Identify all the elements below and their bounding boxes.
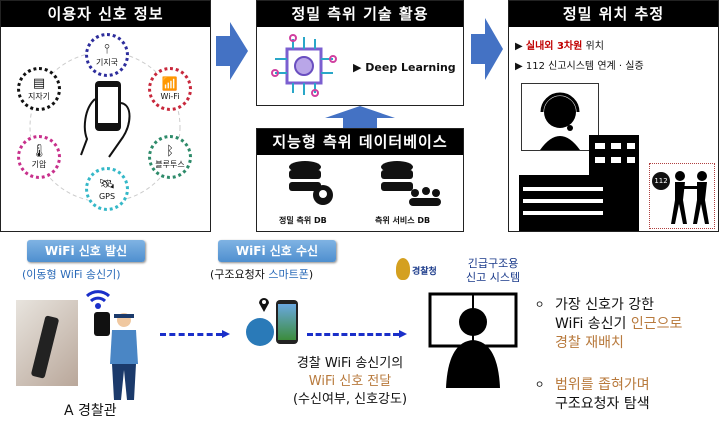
wifi-recv-label: WiFi 신호 수신 [218,240,336,262]
db-label-precise: 정밀 측위 DB [279,216,327,225]
location-database-icon [289,161,333,205]
people-icon [671,171,709,224]
system-line-2: 신고 시스템 [466,271,521,284]
ai-chip-icon [271,34,337,97]
arrow-up-icon [325,106,395,128]
wifi-send-label: WiFi 신호 발신 [27,240,145,262]
text: WiFi 송신기 [555,316,631,332]
relay-line-3: (수신여부, 신호강도) [292,392,408,407]
officer-label: A 경찰관 [64,403,117,419]
hand-transmitter-photo [16,300,78,386]
bullet-1-line-1: 가장 신호가 강한 [555,297,655,313]
dashed-arrow-1 [160,330,230,338]
bullet-mark: ㅇ [535,380,545,391]
text: 위치 [582,41,604,52]
bullet-mark: ㅇ [535,300,545,311]
node-magnetic: ▤지자기 [17,67,61,111]
node-label: GPS [98,191,116,201]
tech-title: 정밀 측위 기술 활용 [257,1,463,27]
database-panel: 지능형 측위 데이터베이스 정밀 측위 DB 측위 서비스 DB [256,128,464,232]
buildings-icon [519,135,639,231]
thermometer-icon: 🌡 [30,143,48,159]
highlight-3d: 실내외 3차원 [525,41,583,52]
bullet-1: ㅇ 가장 신호가 강한 WiFi 송신기 인근으로 경찰 재배치 [535,296,682,353]
bluetooth-icon: ᛒ [166,143,174,159]
cell-tower-icon: ⫯ [104,41,110,57]
tech-panel: 정밀 측위 기술 활용 ▶ Deep Learning [256,0,464,106]
monitor-operator-icon [428,292,518,388]
deep-learning-label: ▶ Deep Learning [353,61,456,74]
relay-line-2: WiFi 신호 전달 [308,374,392,389]
police-logo-text: 경찰청 [412,267,437,277]
estimate-panel: 정밀 위치 추정 ▶ 실내외 3차원 위치 ▶ 112 신고시스템 연계 · 실… [508,0,719,232]
incident-frame: 112 [649,163,715,229]
user-signal-title: 이용자 신호 정보 [1,1,210,27]
system-label: 긴급구조용 신고 시스템 [466,257,520,285]
bullet-2: ㅇ 범위를 좁혀가며 구조요청자 탐색 [535,376,650,414]
node-gps: 🛰GPS [85,167,129,211]
db-label-service: 측위 서비스 DB [375,216,431,225]
operator-headset-icon [540,92,580,150]
magnet-icon: ▤ [32,75,46,91]
node-wifi: 📶Wi-Fi [148,67,192,111]
node-label: 기압 [31,159,47,169]
transmitter-device [30,315,60,379]
text: (구조요청자 [210,268,269,281]
node-label: 지자기 [27,91,51,101]
112-badge: 112 [652,172,670,190]
database-title: 지능형 측위 데이터베이스 [257,129,463,155]
bullet-2-line-2: 구조요청자 탐색 [555,396,650,412]
wifi-send-sub: (이동형 WiFi 송신기) [22,268,121,281]
wifi-router-icon: 📶 [161,76,179,92]
bullet: ▶ [515,41,526,52]
wifi-signal-icon [85,290,111,309]
estimate-line-1: ▶ 실내외 3차원 위치 [515,37,604,52]
node-cell-tower: ⫯기지국 [85,33,129,77]
node-pressure: 🌡기압 [17,135,61,179]
hand-phone-icon [80,81,131,158]
dashed-arrow-2 [307,330,407,338]
satellite-icon: 🛰 [98,176,116,192]
bullet-1-line-3: 경찰 재배치 [555,335,624,351]
service-database-icon [381,161,441,206]
police-emblem-icon [396,258,410,280]
wifi-transmitter-device [94,312,110,336]
arrow-right-icon [471,18,503,80]
bullet-2-line-1: 범위를 좁혀가며 [555,377,650,393]
location-pin-icon [259,298,269,312]
operator-frame [521,83,599,151]
police-officer-icon [110,313,138,400]
text: ) [308,268,314,281]
wifi-recv-sub: (구조요청자 스마트폰) [210,266,313,282]
relay-line-1: 경찰 WiFi 송신기의 [296,356,404,371]
estimate-line-2: ▶ 112 신고시스템 연계 · 실증 [515,61,644,72]
arrow-right-icon [216,22,248,80]
text: 인근으로 [630,316,683,332]
node-label: 블루투스 [155,159,185,169]
estimate-title: 정밀 위치 추정 [509,1,718,27]
relay-text: 경찰 WiFi 송신기의 WiFi 신호 전달 (수신여부, 신호강도) [270,355,430,409]
smartphone-text: 스마트폰 [268,268,309,281]
node-label: 기지국 [95,57,119,67]
system-line-1: 긴급구조용 [467,257,519,270]
node-label: Wi-Fi [160,91,180,101]
pressure-gauge-icon [246,318,274,346]
smartphone-icon [276,300,298,344]
phone-screen [278,304,296,340]
